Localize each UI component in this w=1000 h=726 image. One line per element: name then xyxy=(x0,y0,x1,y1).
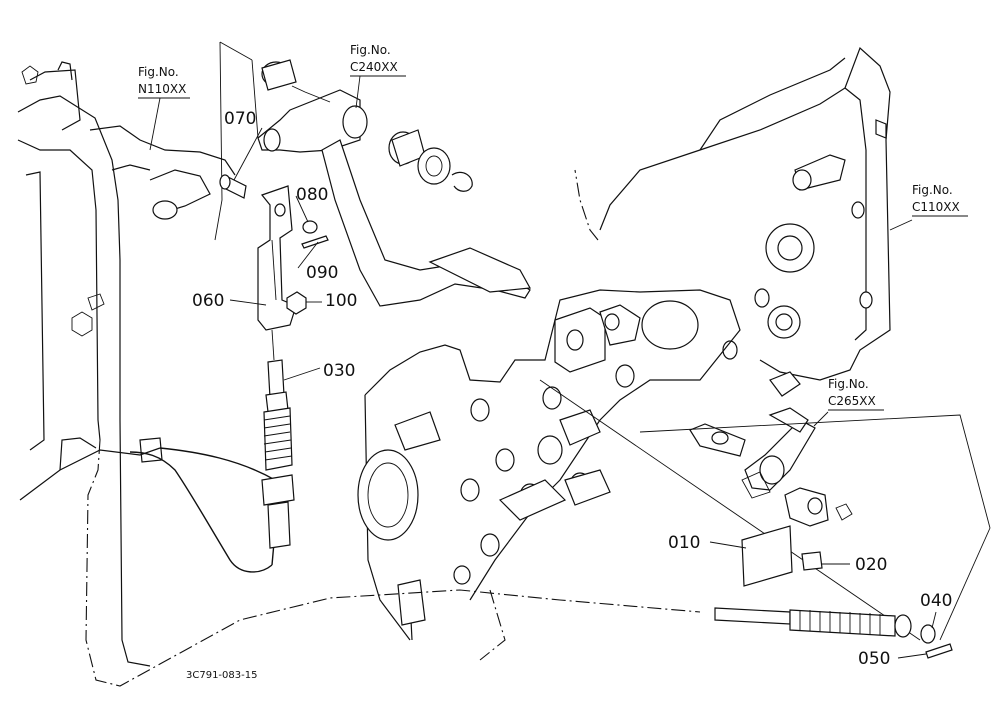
left-frame xyxy=(17,61,236,667)
nut-100 xyxy=(286,291,307,315)
figref-c265-line1: Fig.No. xyxy=(828,377,869,391)
transmission-case xyxy=(574,46,891,397)
part-label-010: 010 xyxy=(668,533,700,553)
part-label-050: 050 xyxy=(858,649,890,669)
drawing-code: 3C791-083-15 xyxy=(186,670,257,681)
part-label-100: 100 xyxy=(325,291,357,311)
assembly-outlines xyxy=(85,41,991,687)
figref-c240-line1: Fig.No. xyxy=(350,43,391,57)
split-pin-090 xyxy=(301,235,329,249)
pedal-assembly xyxy=(257,59,531,307)
plate-010 xyxy=(741,525,793,587)
adjuster-030 xyxy=(261,329,295,549)
washer-080 xyxy=(302,220,318,234)
figref-c110-line2: C110XX xyxy=(912,200,960,214)
linkage-assembly xyxy=(689,407,853,527)
bracket-060 xyxy=(257,185,297,331)
part-label-060: 060 xyxy=(192,291,224,311)
part-label-020: 020 xyxy=(855,555,887,575)
part-label-090: 090 xyxy=(306,263,338,283)
bolt-020 xyxy=(801,551,823,571)
figref-c265-line2: C265XX xyxy=(828,394,876,408)
figref-n110-line2: N110XX xyxy=(138,82,186,96)
part-label-040: 040 xyxy=(920,591,952,611)
clutch-cable xyxy=(129,447,912,638)
part-label-030: 030 xyxy=(323,361,355,381)
pin-070 xyxy=(219,174,247,199)
center-housing xyxy=(357,289,741,661)
part-label-080: 080 xyxy=(296,185,328,205)
figref-c110-line1: Fig.No. xyxy=(912,183,953,197)
figref-c240-line2: C240XX xyxy=(350,60,398,74)
washer-040 xyxy=(920,624,936,644)
part-label-070: 070 xyxy=(224,109,256,129)
figref-n110-line1: Fig.No. xyxy=(138,65,179,79)
pin-050 xyxy=(925,643,953,659)
leader-lines xyxy=(138,75,968,659)
